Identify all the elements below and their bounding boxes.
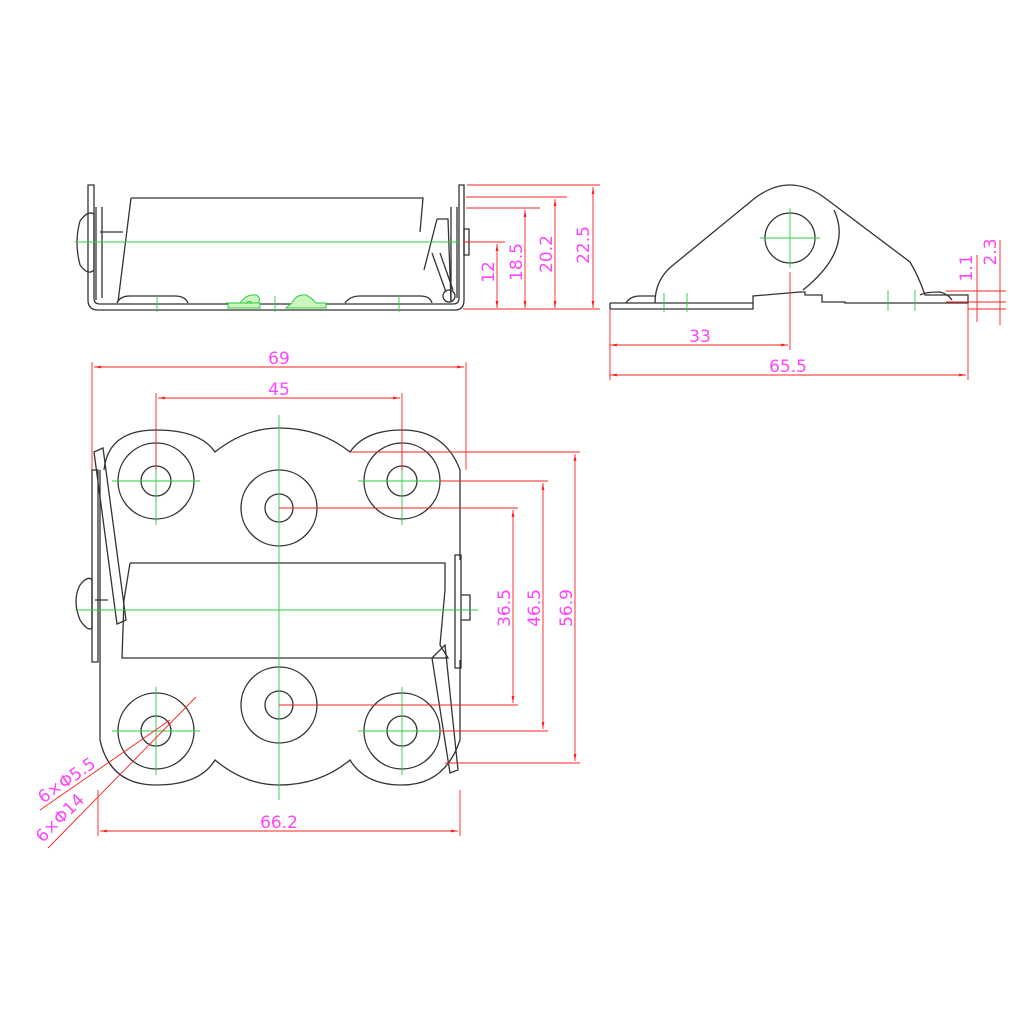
plan-extension-lines (91, 362, 580, 836)
dim-69: 69 (268, 349, 290, 369)
side-extension-lines (609, 272, 1006, 380)
front-roller (76, 197, 424, 303)
side-lobe (625, 209, 953, 304)
dim-46-5: 46.5 (525, 589, 545, 627)
leader-hole-large (47, 696, 197, 849)
dim-66-2: 66.2 (260, 813, 298, 833)
dim-45: 45 (268, 380, 290, 400)
plan-roller (75, 562, 450, 659)
front-spring (423, 218, 454, 303)
plan-centerlines (75, 415, 478, 800)
front-view: 12 18.5 20.2 22.5 (75, 184, 600, 312)
dim-1-1: 1.1 (957, 254, 977, 281)
front-outer-bracket (87, 184, 465, 311)
front-section-hatch (226, 294, 327, 309)
front-spring-end (442, 289, 456, 303)
front-base-lobes (116, 295, 433, 304)
side-outline (609, 184, 969, 310)
dim-lines-thickness (976, 240, 1001, 325)
side-centerlines (663, 208, 916, 312)
front-hole-centerlines (156, 296, 400, 312)
dim-65-5: 65.5 (769, 357, 807, 377)
plan-top-wall (91, 447, 127, 663)
front-inner-walls (95, 207, 458, 300)
dim-56-9: 56.9 (557, 589, 577, 627)
dim-20-2: 20.2 (537, 235, 557, 273)
dim-18-5: 18.5 (507, 243, 527, 281)
side-view: 33 65.5 1.1 2.3 (609, 184, 1006, 380)
plan-view: 69 45 36.5 46.5 56.9 66.2 6×Φ5.5 6×Φ14 (32, 349, 580, 849)
leader-hole-small (39, 719, 171, 811)
dim-12: 12 (479, 261, 499, 283)
front-extension-lines (463, 184, 600, 310)
dim-36-5: 36.5 (495, 589, 515, 627)
dim-33: 33 (689, 327, 711, 347)
dim-22-5: 22.5 (574, 226, 594, 264)
dim-2-3: 2.3 (981, 238, 1001, 265)
plan-right-wall (431, 554, 471, 774)
